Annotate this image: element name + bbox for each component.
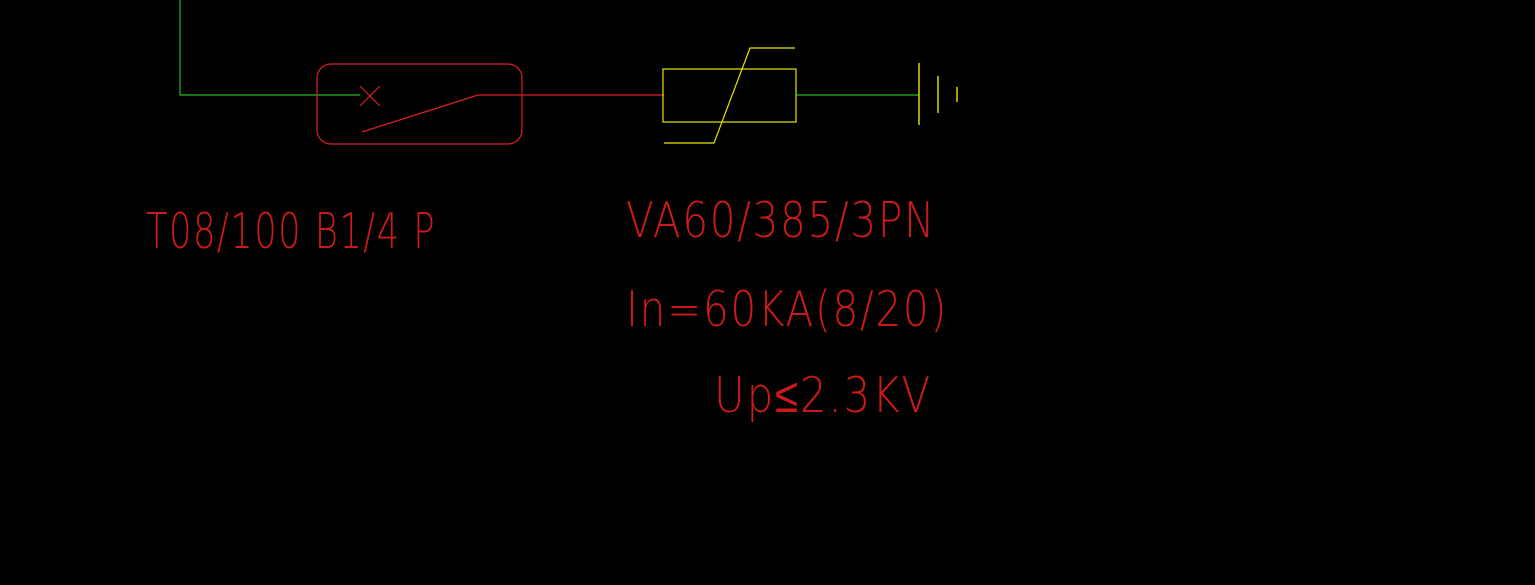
breaker-label: T08/100 B1/4 P [146,203,436,260]
ground-icon [918,63,958,125]
spd-nominal-current-label: In=60KA(8/20) [626,281,948,338]
surge-protector-symbol [662,47,919,144]
breaker-switch-blade [361,94,479,133]
varistor-characteristic-line [664,47,795,144]
breaker-cross-icon [359,85,381,107]
spd-protection-level-label: Up≤2.3KV [714,367,932,424]
breaker-housing [316,63,523,145]
supply-wire [179,0,318,96]
spd-model-label: VA60/385/3PN [626,192,936,249]
circuit-breaker-symbol [316,63,664,145]
varistor-body [662,68,797,123]
